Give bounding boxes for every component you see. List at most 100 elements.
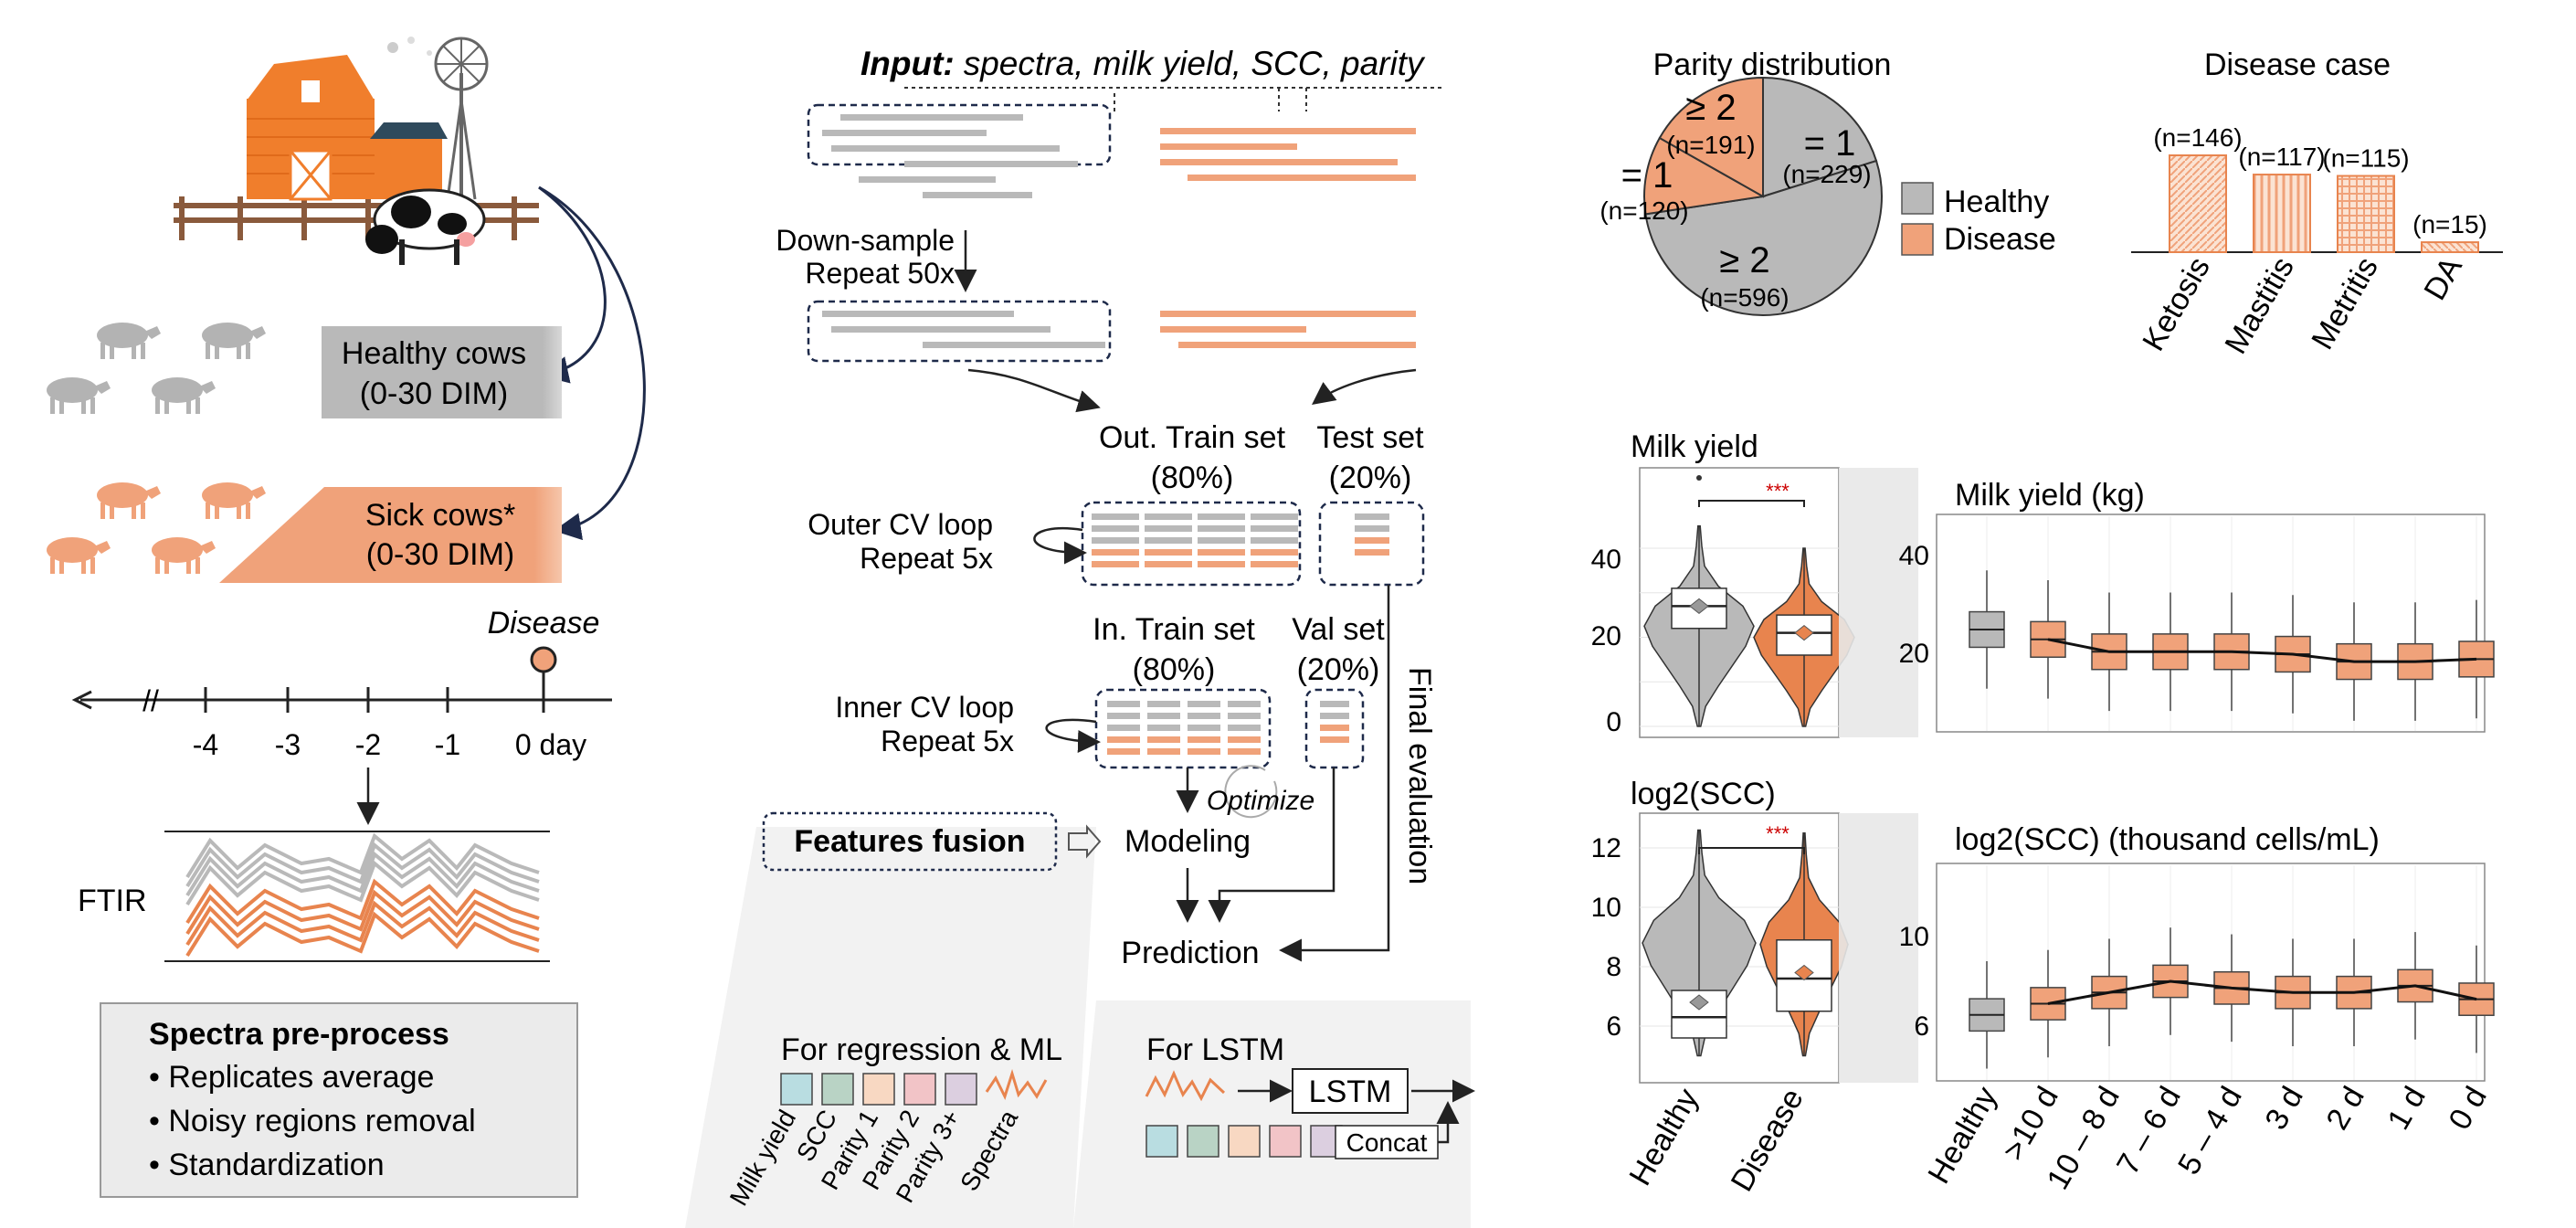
sick-cows-label-1: Sick cows* — [365, 498, 515, 533]
grid-cell — [1355, 549, 1389, 556]
features-fusion-label: Features fusion — [794, 824, 1025, 859]
ftir-healthy-line-1 — [185, 832, 540, 879]
ftir-healthy-line-2 — [185, 842, 540, 888]
lstm-feature-blocks — [1145, 1125, 1343, 1158]
disease-case-title: Disease case — [2204, 48, 2391, 82]
scc-box-xlabel-8: 1 d — [2381, 1081, 2433, 1136]
grid-cell — [1198, 549, 1245, 556]
disease-case-bars: (n=146) Ketosis (n=117) Mastitis (n=115) Metr… — [2136, 123, 2487, 360]
record-bar — [840, 114, 1023, 121]
milk-violin-ytick-40: 40 — [1591, 545, 1621, 575]
grid-cell — [1198, 513, 1245, 520]
legend-healthy: Healthy — [1944, 185, 2049, 219]
disease-bar-n-da: (n=15) — [2412, 210, 2487, 238]
tick-minus1: -1 — [435, 728, 460, 761]
in-train-label-1: In. Train set — [1093, 612, 1255, 647]
grid-cell — [1320, 701, 1349, 707]
grid-cell — [1320, 736, 1349, 743]
lstm-feature-block-3 — [1228, 1125, 1261, 1158]
inner-cv-label-2: Repeat 5x — [881, 725, 1014, 757]
scc-significance: *** — [1766, 822, 1789, 845]
lstm-feature-block-1 — [1145, 1125, 1178, 1158]
features-fusion-box — [762, 811, 1058, 872]
grid-cell — [1188, 748, 1220, 755]
grid-cell — [1320, 725, 1349, 731]
disease-timeline: Disease // -4 -3 -2 -1 0 day — [71, 606, 612, 825]
fusion-funnel-bg — [685, 827, 1096, 1228]
ftir-healthy-line-4 — [185, 860, 540, 906]
ftir-disease-line-1 — [185, 878, 540, 925]
record-bar — [831, 145, 1060, 152]
scc-violin-ytick-12: 12 — [1591, 833, 1621, 863]
grid-cell — [1147, 701, 1180, 707]
sick-cows-box — [219, 487, 562, 583]
grid-cell — [1251, 561, 1298, 567]
feature-block-1 — [780, 1073, 813, 1106]
scc-boxplot — [1969, 865, 2495, 1080]
tick-minus2: -2 — [355, 728, 381, 761]
disease-bar-n-mastitis: (n=117) — [2238, 143, 2325, 171]
healthy-records-stack — [822, 114, 1078, 198]
disease-bar-label-metritis: Metritis — [2305, 251, 2385, 355]
ftir-healthy-line-3 — [185, 851, 540, 897]
scc-box-panel — [1936, 863, 2486, 1082]
grid-cell — [1147, 725, 1180, 731]
grid-cell — [1198, 537, 1245, 544]
record-bar — [822, 130, 987, 136]
preprocess-item-1: • Replicates average — [149, 1060, 434, 1095]
grid-cell — [1092, 513, 1139, 520]
disease-label: Disease — [488, 606, 600, 640]
grid-cell — [1107, 713, 1140, 719]
pie-label-healthy-eq1: = 1 — [1804, 123, 1856, 164]
parity-pie — [1643, 76, 1883, 317]
scc-box-xlabel-9: 0 d — [2442, 1081, 2494, 1136]
outer-cv-label-2: Repeat 5x — [860, 542, 993, 575]
record-bar — [822, 311, 1014, 317]
feature-block-2 — [821, 1073, 854, 1106]
grid-cell — [1251, 549, 1298, 556]
grid-cell — [1092, 525, 1139, 532]
outer-cv-label-1: Outer CV loop — [808, 508, 993, 541]
final-evaluation-label: Final evaluation — [1402, 667, 1437, 884]
record-bar — [1160, 128, 1416, 134]
legend-swatch-disease — [1901, 223, 1934, 256]
preprocess-title: Spectra pre-process — [149, 1017, 449, 1052]
grid-cell — [1228, 725, 1261, 731]
grid-cell — [1188, 736, 1220, 743]
disease-bar-label-mastitis: Mastitis — [2218, 251, 2301, 360]
healthy-cow-2 — [202, 323, 266, 359]
preprocess-item-2: • Noisy regions removal — [149, 1104, 476, 1138]
downsample-label-2: Repeat 50x — [805, 257, 955, 290]
feature-block-4 — [903, 1073, 936, 1106]
concat-label: Concat — [1346, 1128, 1428, 1157]
disease-bar-n-ketosis: (n=146) — [2153, 123, 2242, 152]
pie-slice-healthy-3 — [1762, 76, 1878, 198]
ftir-spectra: FTIR — [78, 831, 550, 962]
record-bar — [1160, 311, 1416, 317]
milk-trend-line — [2047, 638, 2477, 663]
timeline-break: // — [143, 684, 159, 717]
lstm-feature-block-4 — [1269, 1125, 1302, 1158]
outer-train-box — [1081, 501, 1302, 587]
grid-cell — [1188, 725, 1220, 731]
scc-box-title: log2(SCC) (thousand cells/mL) — [1955, 822, 2380, 857]
milk-box-ytick-20: 20 — [1899, 639, 1929, 669]
disease-bar-ketosis — [2169, 154, 2227, 253]
scc-violin-xlabel-disease: Disease — [1725, 1083, 1811, 1197]
grid-cell — [1147, 736, 1180, 743]
optimize-label: Optimize — [1207, 786, 1314, 816]
downsample-label-1: Down-sample — [776, 224, 955, 257]
scc-box-xlabel-1: Healthy — [1921, 1081, 2004, 1190]
grid-cell — [1355, 525, 1389, 532]
milk-boxplot — [1969, 516, 2495, 731]
modeling-label: Modeling — [1124, 824, 1251, 859]
scc-box-xlabel-6: 3 d — [2258, 1081, 2310, 1136]
record-bar — [831, 326, 1050, 333]
tick-0-day: 0 day — [515, 728, 586, 761]
grid-cell — [1145, 537, 1192, 544]
grid-cell — [1320, 713, 1349, 719]
grid-cell — [1092, 561, 1139, 567]
disease-bar-n-metritis: (n=115) — [2322, 144, 2409, 173]
for-regression-label: For regression & ML — [781, 1032, 1062, 1067]
disease-bar-label-ketosis: Ketosis — [2136, 251, 2217, 357]
